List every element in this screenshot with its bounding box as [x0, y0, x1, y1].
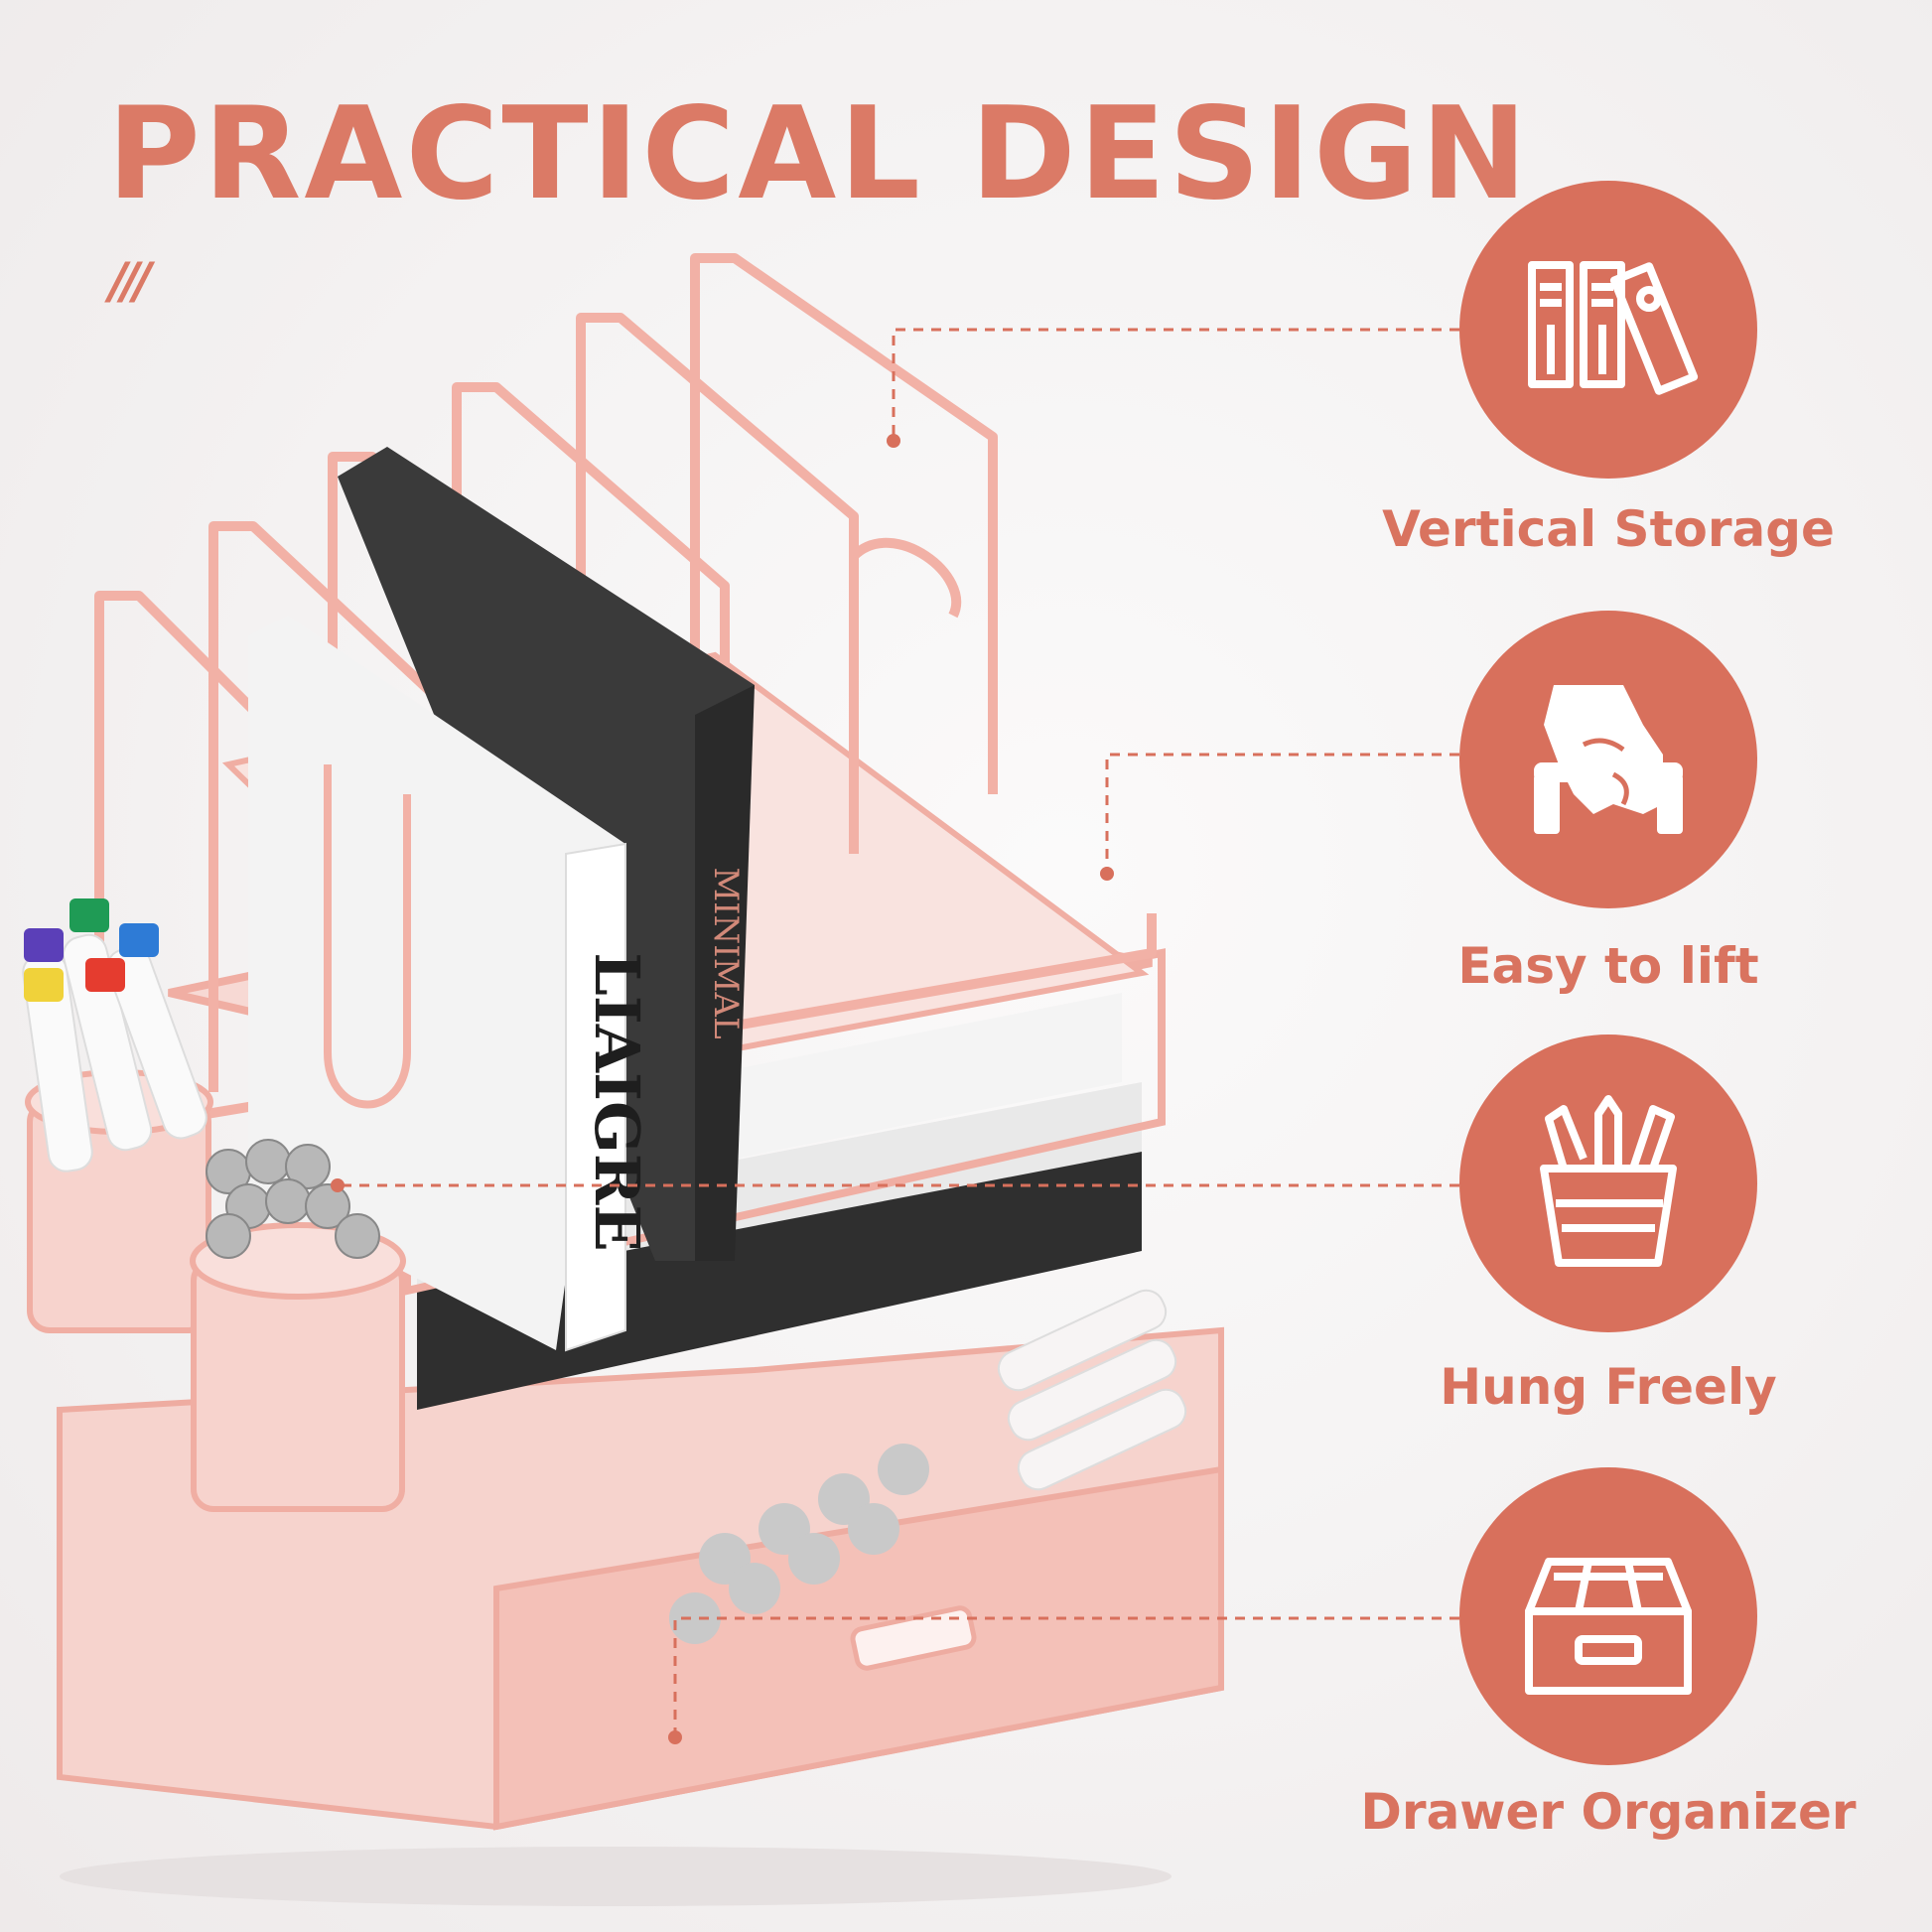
feature-circle	[1459, 1035, 1757, 1332]
feature-circle	[1459, 1467, 1757, 1765]
page-title: PRACTICAL DESIGN	[107, 80, 1531, 228]
svg-text:MINIMAL: MINIMAL	[706, 867, 746, 1038]
drawer-icon	[1525, 1558, 1692, 1695]
feature-label-drawer-organizer: Drawer Organizer	[1360, 1783, 1857, 1841]
marker-cup-illustration	[22, 898, 213, 1333]
pen-cup-illustration	[190, 1139, 406, 1512]
svg-text:LIAIGRE: LIAIGRE	[581, 952, 653, 1251]
feature-label-vertical-storage: Vertical Storage	[1382, 500, 1835, 558]
feature-circle	[1459, 611, 1757, 908]
desk-organizer-illustration: MINIMAL LIAIGRE	[22, 253, 1224, 1906]
feature-label-hung-freely: Hung Freely	[1440, 1358, 1777, 1416]
feature-label-easy-to-lift: Easy to lift	[1457, 937, 1759, 995]
title-decoration: ///	[109, 252, 152, 310]
hand-lift-icon	[1534, 685, 1683, 834]
binders-icon	[1528, 261, 1699, 395]
pencil-cup-icon	[1540, 1095, 1677, 1267]
feature-circle	[1459, 181, 1757, 479]
